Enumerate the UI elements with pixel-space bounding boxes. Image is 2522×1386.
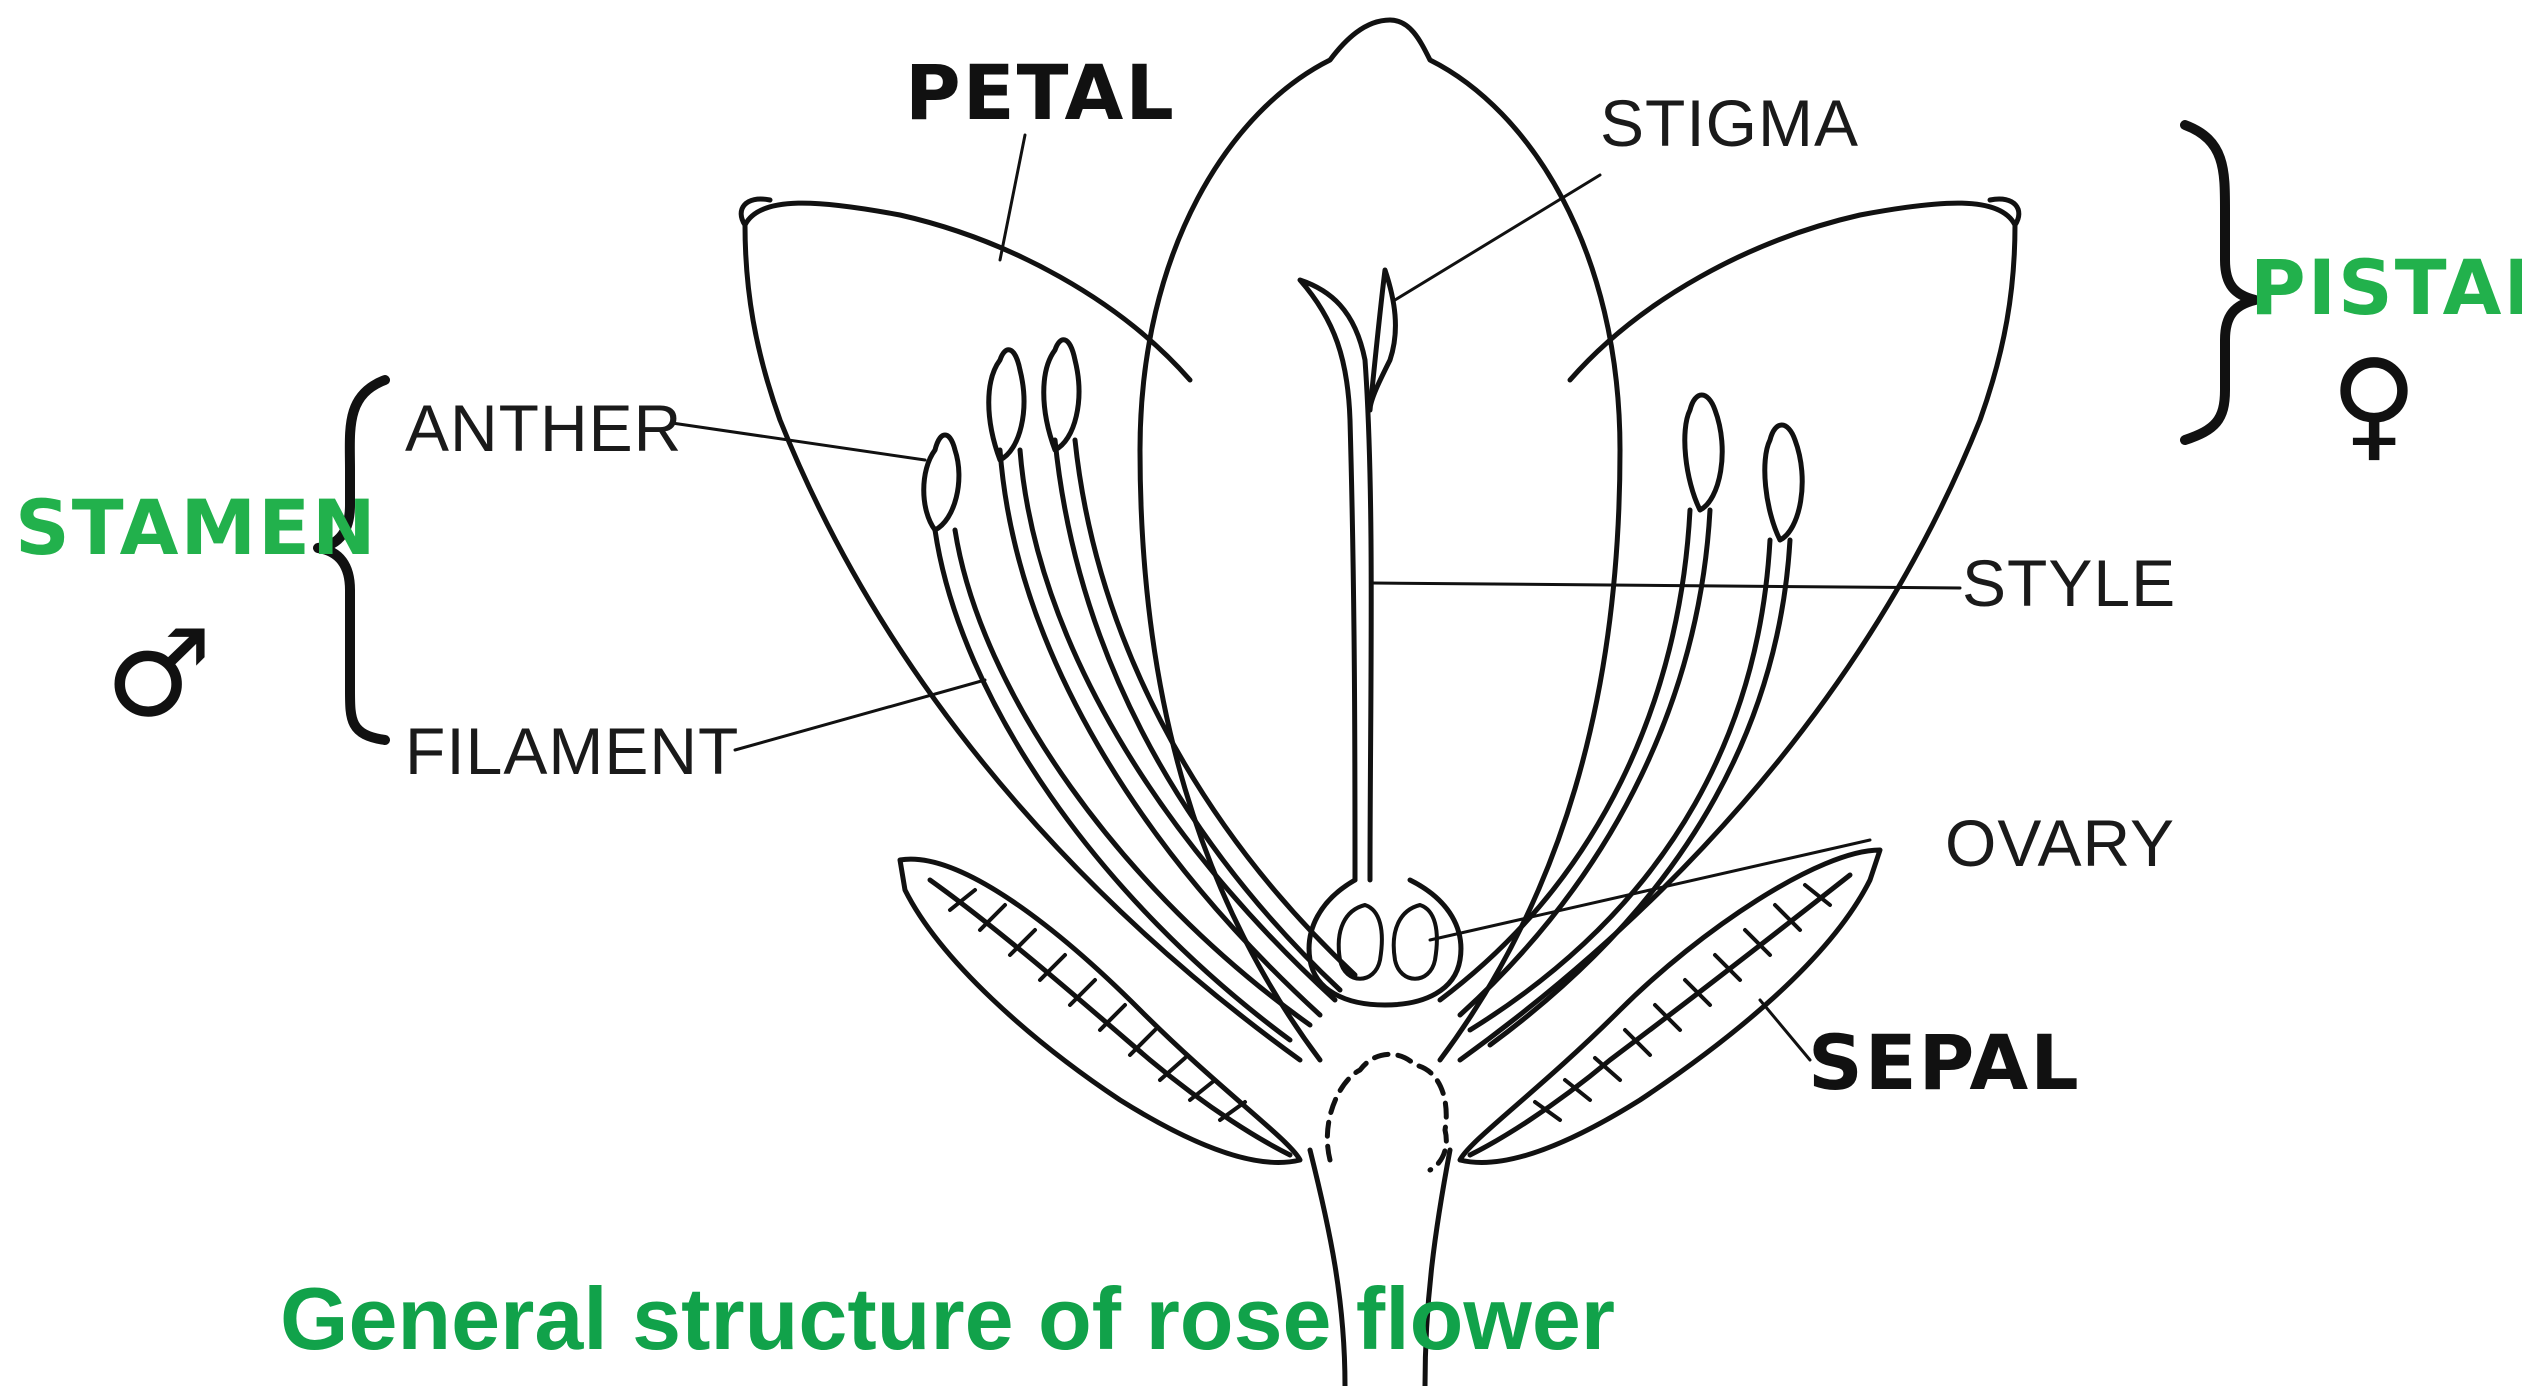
stigma — [1370, 270, 1395, 410]
anther-leader — [672, 423, 925, 460]
pistal-brace — [2185, 125, 2255, 440]
style-outline — [1300, 280, 1371, 880]
pistal-label: PISTAL — [2250, 250, 2522, 326]
petal-leader — [1000, 135, 1025, 260]
male-symbol-icon: ♂ — [105, 615, 213, 735]
ovary-leader — [1430, 840, 1870, 940]
female-symbol-icon: ♀ — [2330, 345, 2418, 465]
ovary-label: OVARY — [1945, 810, 2175, 876]
stigma-label: STIGMA — [1600, 90, 1859, 156]
left-petal — [745, 203, 1300, 1060]
diagram-caption: General structure of rose flower — [280, 1275, 1615, 1363]
anther-label: ANTHER — [405, 395, 682, 461]
sepal-label: SEPAL — [1808, 1025, 2081, 1101]
style-label: STYLE — [1962, 550, 2176, 616]
filament-label: FILAMENT — [405, 718, 739, 784]
style-leader — [1372, 583, 1960, 588]
sepal-leader — [1760, 1000, 1810, 1060]
stamen-label: STAMEN — [15, 490, 378, 566]
stigma-leader — [1395, 175, 1600, 300]
receptacle — [1327, 1054, 1446, 1170]
stamen-left-3 — [1055, 440, 1340, 990]
petal-label: PETAL — [905, 55, 1176, 131]
